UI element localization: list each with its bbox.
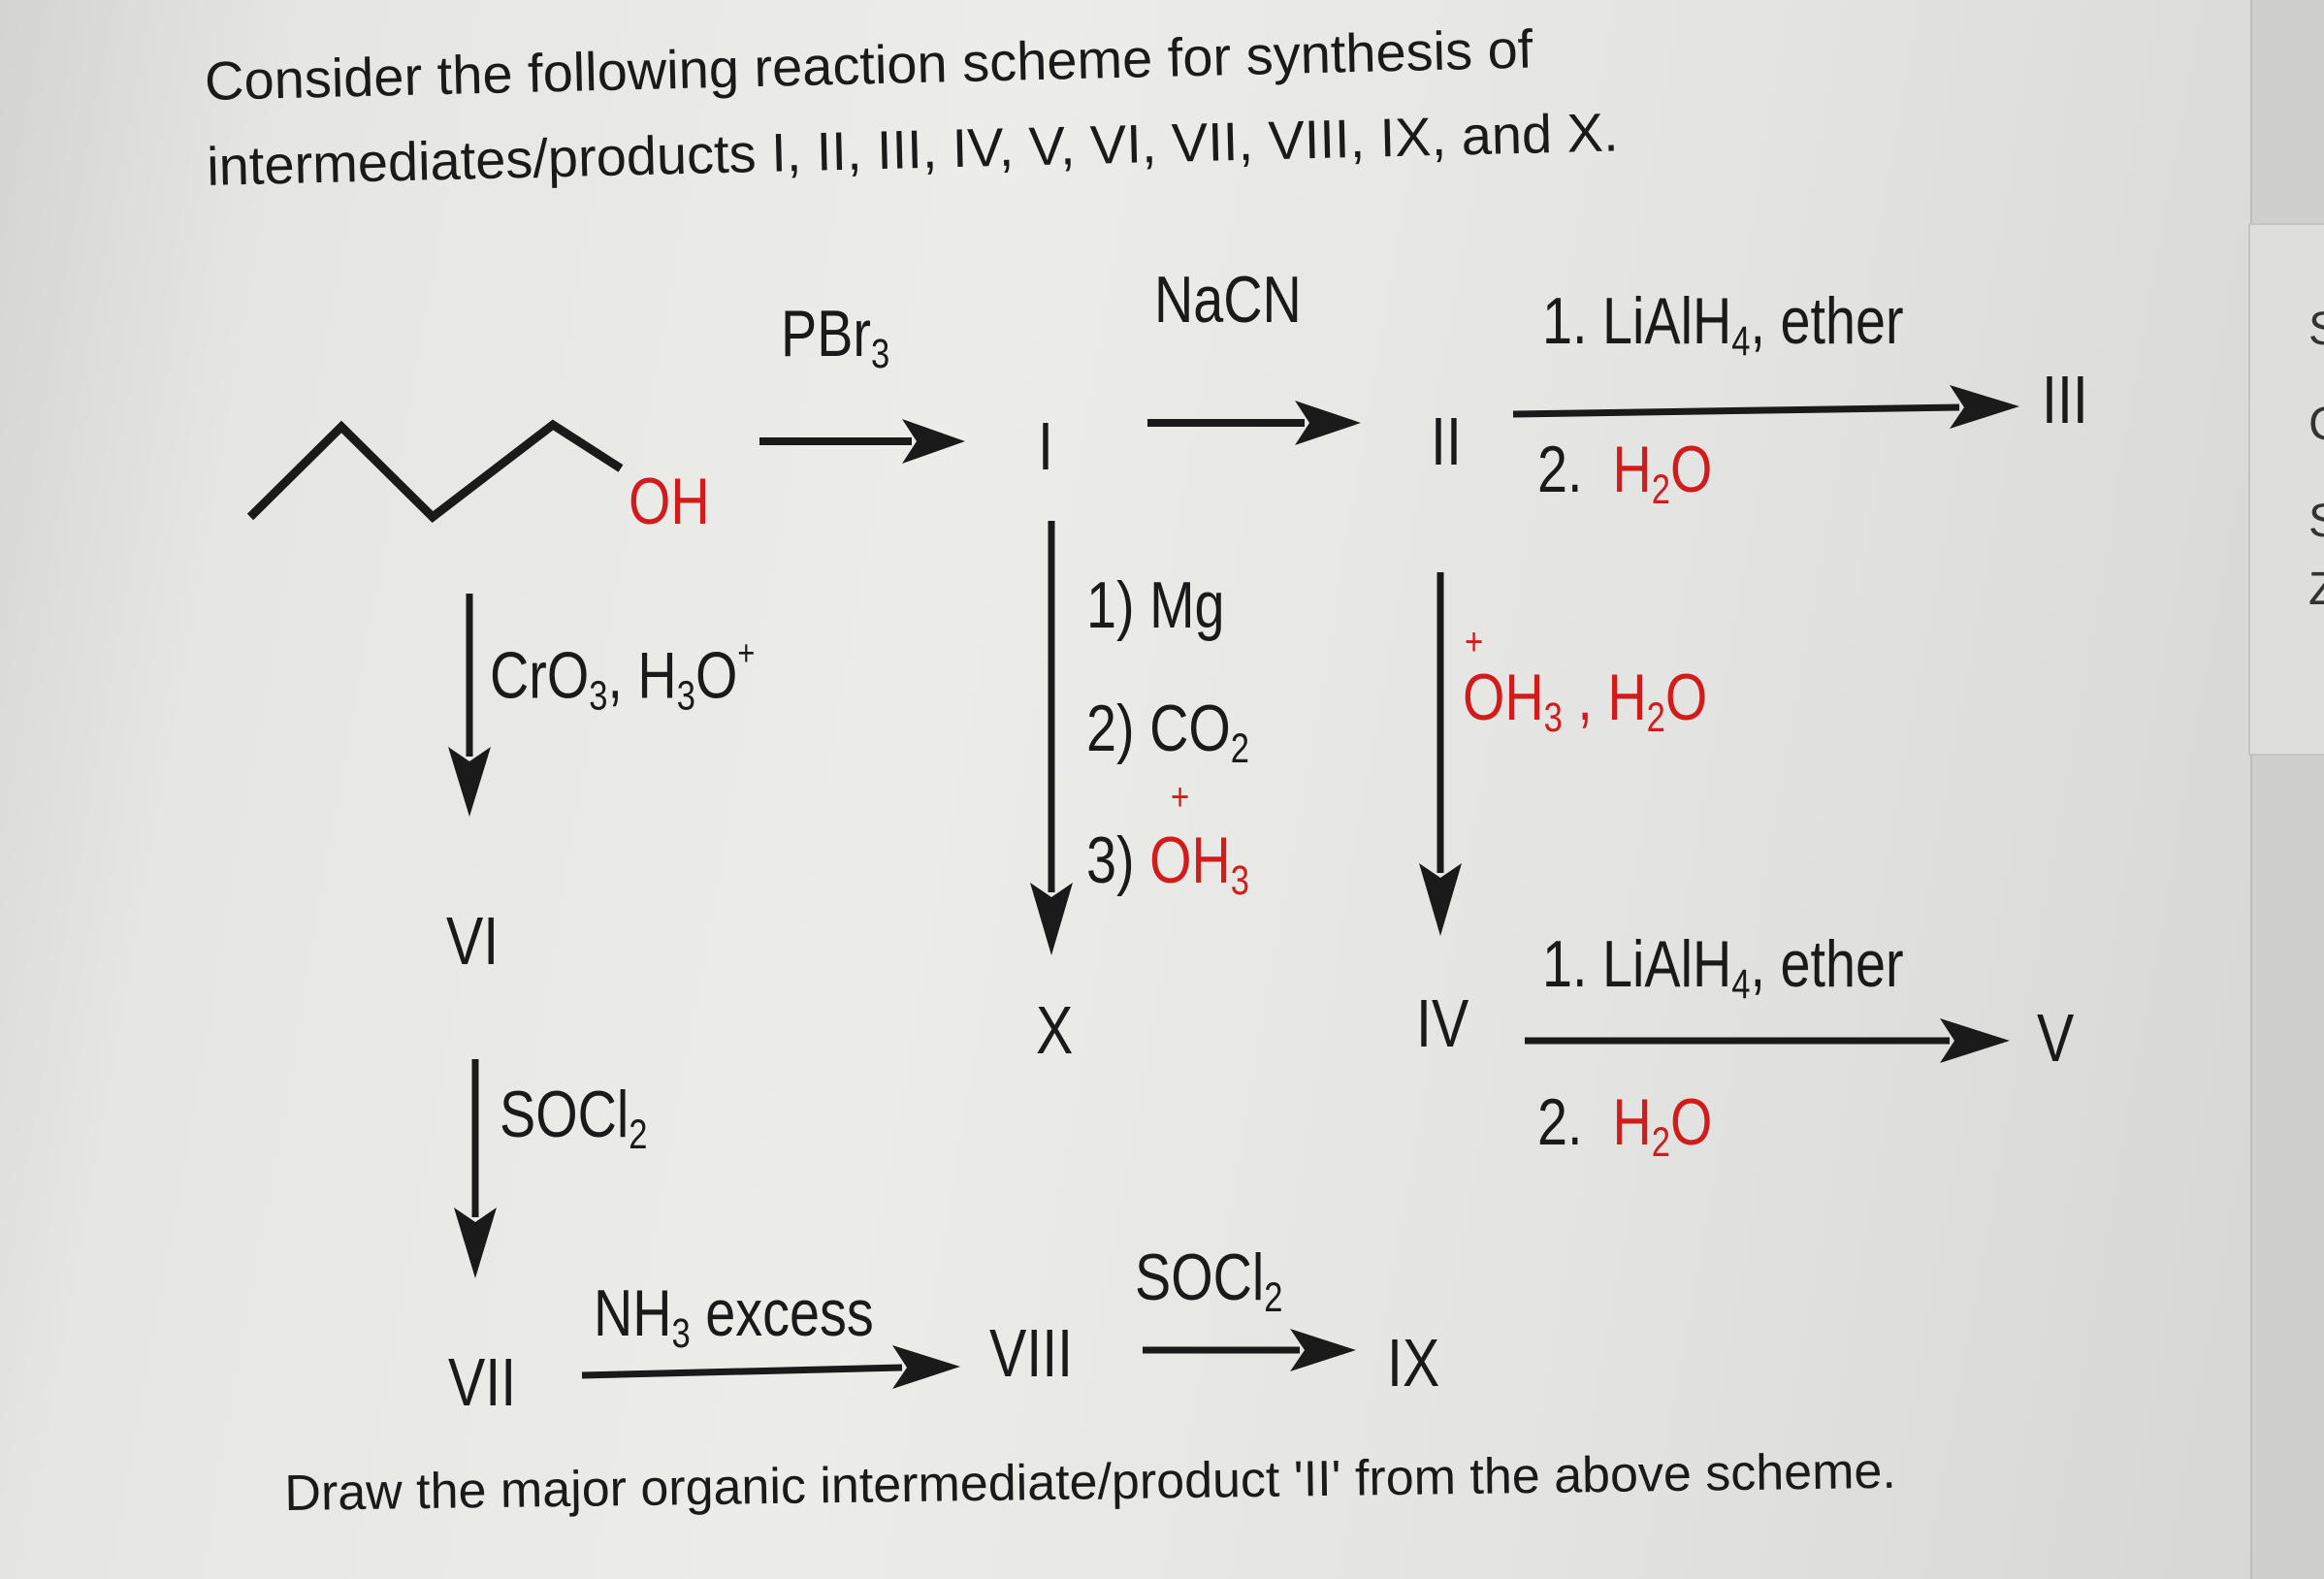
reagent-ii-iii-step2: 2. H2O [1537, 433, 1713, 512]
edge-letter-2: C [2308, 398, 2324, 451]
reagent-nh3-excess: NH3 excess [594, 1276, 874, 1356]
reagent-ii-iv-charge: + [1465, 621, 1484, 663]
right-side-card [2248, 223, 2324, 756]
reagent-ii-iii-step1: 1. LiAlH4, ether [1542, 284, 1904, 364]
compound-viii: VIII [989, 1315, 1074, 1391]
reagent-iv-v-step1: 1. LiAlH4, ether [1542, 927, 1904, 1007]
reagent-i-x-step1: 1) Mg [1086, 568, 1225, 642]
reagent-i-x-step2: 2) CO2 [1086, 692, 1249, 771]
hydroxyl-label: OH [629, 465, 710, 538]
reagent-nacn: NaCN [1154, 263, 1302, 337]
edge-letter-1: S [2308, 303, 2324, 356]
arrow-iv-to-v [1525, 1018, 2010, 1063]
arrow-i-to-x [1030, 521, 1073, 955]
compound-iv: IV [1416, 985, 1469, 1061]
reagent-socl2-viii-ix: SOCl2 [1135, 1241, 1283, 1320]
reagent-i-x-step3-charge: + [1171, 776, 1190, 819]
arrow-i-to-ii [1147, 401, 1361, 445]
compound-v: V [2037, 1000, 2075, 1076]
reagent-pbr3: PBr3 [781, 297, 890, 376]
edge-letter-3: S [2308, 495, 2324, 548]
arrow-vii-to-viii [581, 1345, 960, 1389]
compound-iii: III [2042, 362, 2088, 437]
compound-vi: VI [446, 903, 500, 979]
reagent-iv-v-step2: 2. H2O [1537, 1085, 1713, 1165]
compound-ix: IX [1387, 1325, 1440, 1401]
arrow-viii-to-ix [1143, 1329, 1356, 1371]
compound-i: I [1038, 408, 1053, 484]
reagent-socl2-vi-vii: SOCl2 [500, 1078, 648, 1157]
arrow-vi-to-vii [454, 1059, 497, 1278]
reagent-ii-iv: OH3 , H2O [1463, 661, 1708, 740]
reagent-i-x-step3: 3) OH3 [1086, 823, 1249, 903]
arrow-ii-to-iii [1512, 385, 2019, 429]
edge-letter-4: Z [2308, 564, 2324, 615]
compound-x: X [1036, 992, 1074, 1068]
arrow-ii-to-iv [1419, 572, 1462, 936]
arrow-start-to-vi [448, 594, 491, 817]
compound-ii: II [1431, 403, 1462, 479]
reagent-cro3-h3o: CrO3, H3O+ [490, 632, 756, 719]
butanol-skeleton [246, 419, 624, 523]
arrow-start-to-i [759, 419, 965, 464]
compound-vii: VII [448, 1344, 517, 1420]
